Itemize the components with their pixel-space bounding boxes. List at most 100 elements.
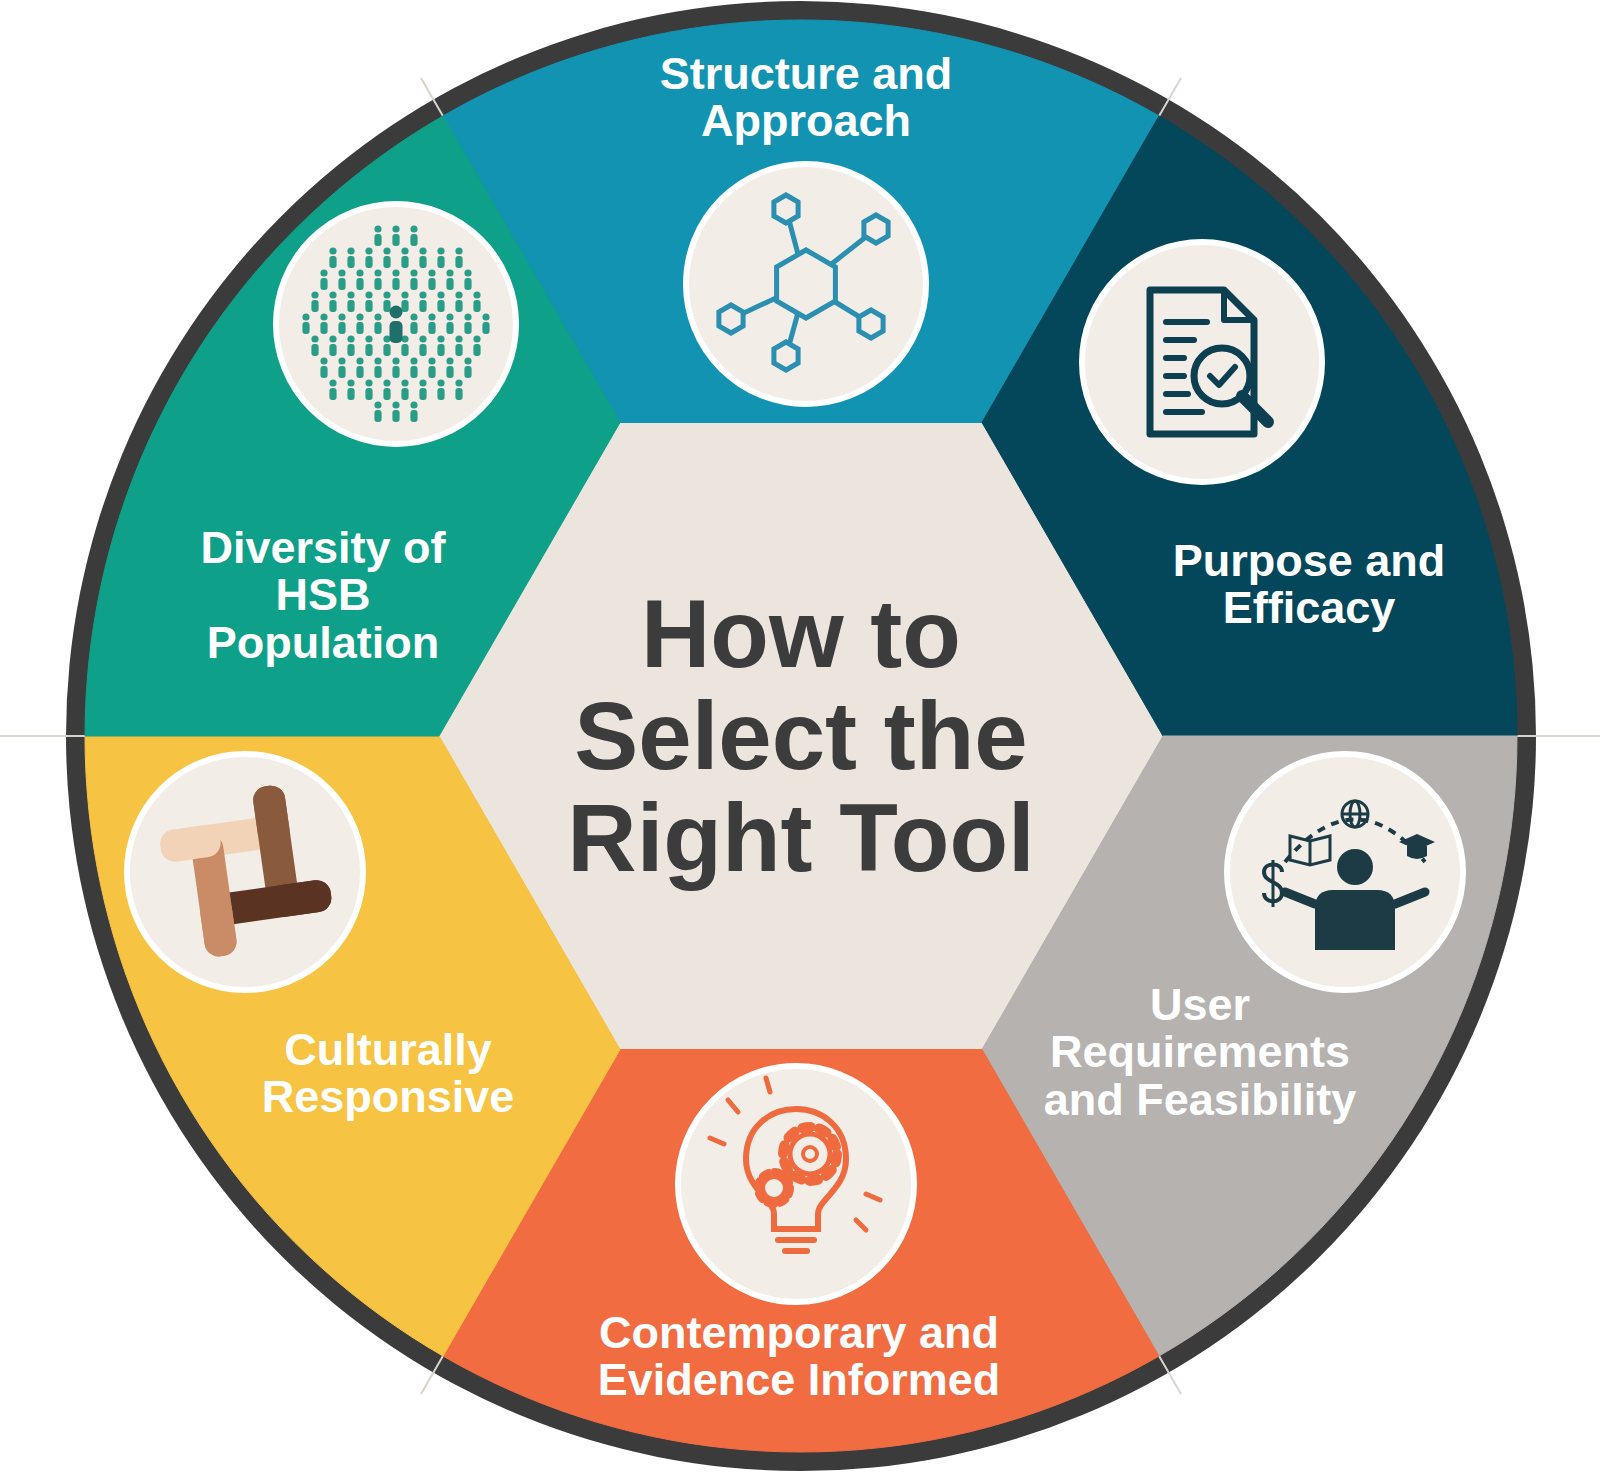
person-figure bbox=[356, 357, 363, 378]
person-figure bbox=[356, 313, 363, 334]
text-holder: Culturally Responsive bbox=[253, 1026, 523, 1121]
criterion-segment: Purpose and Efficacy bbox=[982, 115, 1517, 736]
person-figure bbox=[383, 379, 390, 400]
person-figure bbox=[401, 379, 408, 400]
segment-fill bbox=[85, 116, 620, 736]
person-figure bbox=[347, 247, 354, 268]
person-figure bbox=[455, 291, 462, 312]
segment-label: Diversity of HSB Population bbox=[191, 524, 456, 666]
title-text: How to Select the Right Tool bbox=[541, 583, 1061, 888]
person-figure bbox=[473, 291, 480, 312]
person-figure bbox=[383, 291, 390, 312]
criterion-segment: Diversity of HSB Population bbox=[85, 115, 620, 737]
person-figure bbox=[320, 357, 327, 378]
person-figure bbox=[347, 379, 354, 400]
segment-label: Contemporary and Evidence Informed bbox=[584, 1309, 1014, 1404]
person-figure bbox=[338, 313, 345, 334]
person-figure bbox=[446, 313, 453, 334]
person-figure bbox=[437, 247, 444, 268]
person-figure bbox=[365, 247, 372, 268]
person-figure bbox=[464, 357, 471, 378]
person-figure bbox=[419, 291, 426, 312]
person-figure bbox=[338, 357, 345, 378]
person-figure bbox=[320, 313, 327, 334]
person-figure bbox=[410, 313, 417, 334]
person-figure bbox=[419, 247, 426, 268]
person-figure bbox=[401, 247, 408, 268]
person-figure bbox=[410, 357, 417, 378]
text-holder: Purpose and Efficacy bbox=[1164, 537, 1454, 632]
person-figure bbox=[473, 335, 480, 356]
outer-ring bbox=[66, 1, 1536, 1471]
person-figure bbox=[329, 379, 336, 400]
user-needs-icon bbox=[1264, 801, 1435, 950]
person-figure bbox=[419, 379, 426, 400]
criterion-segment: Culturally Responsive bbox=[85, 736, 621, 1357]
person-figure bbox=[437, 335, 444, 356]
icon-discs bbox=[127, 164, 1463, 1302]
person-figure bbox=[365, 291, 372, 312]
segment-fill bbox=[85, 736, 620, 1356]
person-figure bbox=[455, 379, 462, 400]
text-holder: Structure and Approach bbox=[646, 50, 966, 145]
person-figure bbox=[311, 291, 318, 312]
person-figure bbox=[437, 291, 444, 312]
person-figure bbox=[437, 379, 444, 400]
person-figure bbox=[311, 335, 318, 356]
person-figure bbox=[428, 269, 435, 290]
person-figure bbox=[374, 269, 381, 290]
person-figure bbox=[347, 291, 354, 312]
document-search-icon bbox=[1150, 290, 1268, 434]
person-figure bbox=[464, 313, 471, 334]
person-figure bbox=[365, 379, 372, 400]
person-figure bbox=[464, 269, 471, 290]
person-figure bbox=[374, 225, 381, 246]
person-figure bbox=[392, 357, 399, 378]
person-figure bbox=[410, 225, 417, 246]
segment-label: Structure and Approach bbox=[646, 50, 966, 145]
person-figure bbox=[392, 401, 399, 422]
person-figure bbox=[482, 313, 489, 334]
person-figure bbox=[419, 335, 426, 356]
person-figure bbox=[410, 269, 417, 290]
idea-gears-icon bbox=[710, 1078, 880, 1251]
text-holder: How to Select the Right Tool bbox=[541, 583, 1061, 888]
text-holder: User Requirements and Feasibility bbox=[1035, 981, 1365, 1123]
person-figure bbox=[383, 247, 390, 268]
person-figure bbox=[329, 291, 336, 312]
person-figure bbox=[428, 313, 435, 334]
text-holder: Diversity of HSB Population bbox=[191, 524, 456, 666]
person-figure bbox=[374, 313, 381, 334]
person-figure bbox=[356, 269, 363, 290]
person-figure bbox=[383, 335, 390, 356]
person-figure bbox=[446, 269, 453, 290]
person-figure bbox=[455, 247, 462, 268]
person-figure bbox=[338, 269, 345, 290]
person-figure bbox=[428, 357, 435, 378]
person-figure bbox=[302, 313, 309, 334]
crowd-icon bbox=[302, 225, 489, 422]
person-figure bbox=[365, 335, 372, 356]
person-figure bbox=[410, 401, 417, 422]
person-figure bbox=[329, 335, 336, 356]
person-figure bbox=[329, 247, 336, 268]
text-holder: Contemporary and Evidence Informed bbox=[584, 1309, 1014, 1404]
person-figure bbox=[401, 335, 408, 356]
person-figure bbox=[455, 335, 462, 356]
person-figure bbox=[392, 225, 399, 246]
segment-shape bbox=[982, 115, 1517, 736]
person-figure bbox=[401, 291, 408, 312]
person-figure bbox=[374, 401, 381, 422]
segment-label: Purpose and Efficacy bbox=[1164, 537, 1454, 632]
person-figure bbox=[390, 306, 403, 344]
molecule-icon bbox=[719, 195, 888, 370]
person-figure bbox=[374, 357, 381, 378]
person-figure bbox=[347, 335, 354, 356]
segment-label: User Requirements and Feasibility bbox=[1035, 981, 1365, 1123]
joined-hands-icon bbox=[154, 779, 337, 962]
segment-label: Culturally Responsive bbox=[253, 1026, 523, 1121]
person-figure bbox=[320, 269, 327, 290]
person-figure bbox=[392, 269, 399, 290]
segment-fill bbox=[982, 116, 1517, 736]
